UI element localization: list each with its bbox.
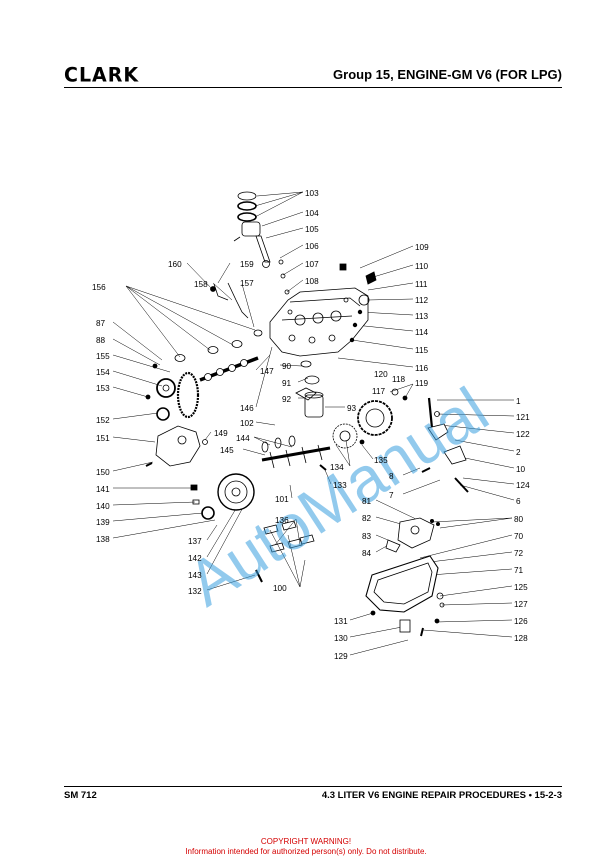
callout-104: 104 bbox=[305, 209, 319, 218]
callout-1: 1 bbox=[516, 397, 521, 406]
callout-160: 160 bbox=[168, 260, 182, 269]
component-art bbox=[145, 191, 469, 637]
callout-140: 140 bbox=[96, 502, 110, 511]
callout-83: 83 bbox=[362, 532, 372, 541]
callout-80: 80 bbox=[514, 515, 524, 524]
copyright-notice: COPYRIGHT WARNING! Information intended … bbox=[0, 837, 612, 857]
callout-102: 102 bbox=[240, 419, 254, 428]
callout-70: 70 bbox=[514, 532, 524, 541]
callout-139: 139 bbox=[96, 518, 110, 527]
callout-107: 107 bbox=[305, 260, 319, 269]
callout-84: 84 bbox=[362, 549, 372, 558]
callout-143: 143 bbox=[188, 571, 202, 580]
clark-logo: CLARK bbox=[64, 63, 140, 87]
callout-158: 158 bbox=[194, 280, 208, 289]
callout-92: 92 bbox=[282, 395, 292, 404]
callout-2: 2 bbox=[516, 448, 521, 457]
callout-88: 88 bbox=[96, 336, 106, 345]
callout-144: 144 bbox=[236, 434, 250, 443]
callout-120: 120 bbox=[374, 370, 388, 379]
callout-111: 111 bbox=[415, 280, 428, 289]
callout-108: 108 bbox=[305, 277, 319, 286]
callout-138: 138 bbox=[96, 535, 110, 544]
callout-131: 131 bbox=[334, 617, 348, 626]
header-rule bbox=[64, 87, 562, 88]
callout-7: 7 bbox=[389, 491, 394, 500]
callout-134: 134 bbox=[330, 463, 344, 472]
callout-87: 87 bbox=[96, 319, 106, 328]
callout-126: 126 bbox=[514, 617, 528, 626]
callout-159: 159 bbox=[240, 260, 254, 269]
callout-90: 90 bbox=[282, 362, 292, 371]
callout-142: 142 bbox=[188, 554, 202, 563]
callout-115: 115 bbox=[415, 346, 428, 355]
callout-113: 113 bbox=[415, 312, 428, 321]
callout-101: 101 bbox=[275, 495, 289, 504]
callout-103: 103 bbox=[305, 189, 319, 198]
callout-132: 132 bbox=[188, 587, 202, 596]
callout-137: 137 bbox=[188, 537, 202, 546]
callout-141: 141 bbox=[96, 485, 110, 494]
callout-106: 106 bbox=[305, 242, 319, 251]
callout-151: 151 bbox=[96, 434, 110, 443]
callout-156: 156 bbox=[92, 283, 106, 292]
callout-8: 8 bbox=[389, 472, 394, 481]
callout-121: 121 bbox=[516, 413, 530, 422]
callout-71: 71 bbox=[514, 566, 524, 575]
callout-109: 109 bbox=[415, 243, 429, 252]
callout-117: 117 bbox=[372, 387, 385, 396]
callout-155: 155 bbox=[96, 352, 110, 361]
callout-127: 127 bbox=[514, 600, 528, 609]
section-title: 4.3 LITER V6 ENGINE REPAIR PROCEDURES • … bbox=[321, 790, 562, 801]
callout-116: 116 bbox=[415, 364, 428, 373]
callout-130: 130 bbox=[334, 634, 348, 643]
callout-6: 6 bbox=[516, 497, 521, 506]
callout-91: 91 bbox=[282, 379, 292, 388]
callout-152: 152 bbox=[96, 416, 110, 425]
callout-114: 114 bbox=[415, 328, 428, 337]
callout-129: 129 bbox=[334, 652, 348, 661]
callout-10: 10 bbox=[516, 465, 526, 474]
callout-136: 136 bbox=[275, 516, 289, 525]
callout-124: 124 bbox=[516, 481, 530, 490]
callout-154: 154 bbox=[96, 368, 110, 377]
callout-100: 100 bbox=[273, 584, 287, 593]
callout-122: 122 bbox=[516, 430, 530, 439]
callout-133: 133 bbox=[333, 481, 347, 490]
callout-105: 105 bbox=[305, 225, 319, 234]
callout-112: 112 bbox=[415, 296, 428, 305]
leader-lines bbox=[112, 191, 515, 656]
copyright-title: COPYRIGHT WARNING! bbox=[260, 837, 352, 846]
copyright-text: Information intended for authorized pers… bbox=[185, 847, 427, 856]
callout-82: 82 bbox=[362, 514, 372, 523]
manual-id: SM 712 bbox=[64, 790, 97, 801]
callout-93: 93 bbox=[347, 404, 357, 413]
callout-157: 157 bbox=[240, 279, 254, 288]
callout-81: 81 bbox=[362, 497, 372, 506]
callout-72: 72 bbox=[514, 549, 524, 558]
callout-110: 110 bbox=[415, 262, 428, 271]
callout-149: 149 bbox=[214, 429, 228, 438]
callout-118: 118 bbox=[392, 375, 405, 384]
callout-145: 145 bbox=[220, 446, 234, 455]
callout-125: 125 bbox=[514, 583, 528, 592]
footer-rule bbox=[64, 786, 562, 787]
group-title: Group 15, ENGINE-GM V6 (FOR LPG) bbox=[333, 67, 562, 82]
callout-135: 135 bbox=[374, 456, 388, 465]
callout-146: 146 bbox=[240, 404, 254, 413]
callout-128: 128 bbox=[514, 634, 528, 643]
callout-150: 150 bbox=[96, 468, 110, 477]
callout-153: 153 bbox=[96, 384, 110, 393]
callout-119: 119 bbox=[415, 379, 428, 388]
callout-147: 147 bbox=[260, 367, 274, 376]
callout-labels: 1031041051061071081091101111121131141151… bbox=[92, 189, 530, 661]
